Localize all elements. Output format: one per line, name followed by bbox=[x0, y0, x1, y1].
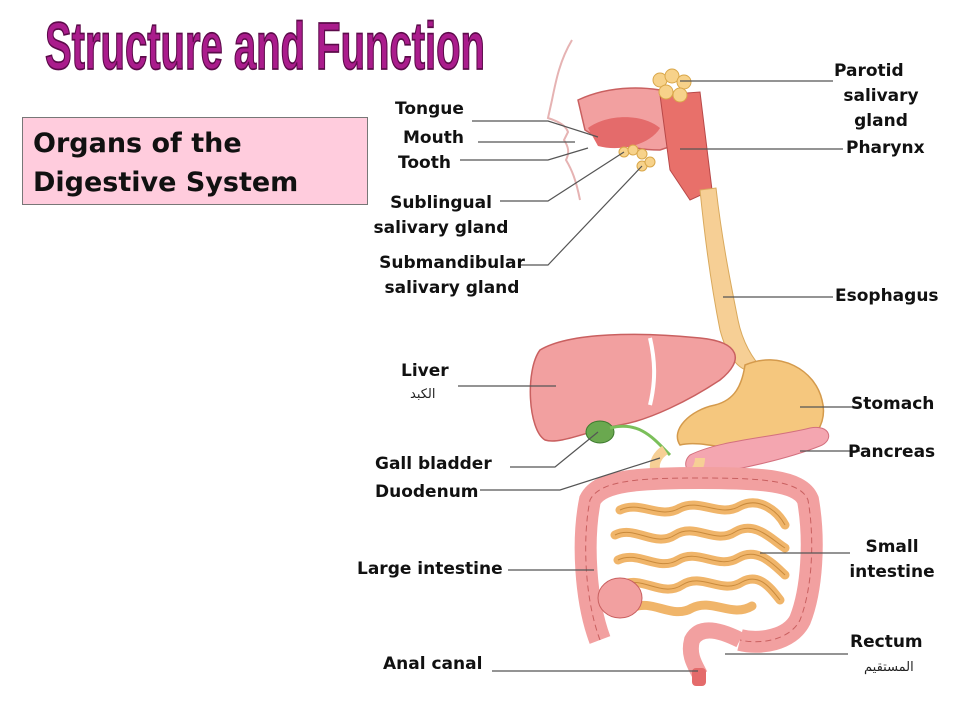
label-tooth: Tooth bbox=[398, 153, 451, 173]
label-rectum: Rectum bbox=[850, 632, 923, 652]
label-parotid-line2: salivary bbox=[843, 86, 919, 106]
pharynx-shape bbox=[659, 91, 713, 201]
sublingual-gland-shape bbox=[618, 144, 648, 160]
label-parotid: Parotid salivary gland bbox=[826, 59, 936, 134]
label-sublingual-line1: Sublingual bbox=[390, 193, 492, 213]
label-small-intestine: Small intestine bbox=[830, 535, 954, 585]
subtitle-box: Organs of the Digestive System bbox=[22, 117, 368, 205]
label-tongue: Tongue bbox=[395, 99, 464, 119]
page-title: Structure and Function bbox=[44, 14, 486, 84]
title-text: Structure and Function bbox=[45, 14, 485, 84]
leader-submandibular bbox=[520, 165, 643, 266]
liver-ligament bbox=[648, 337, 657, 406]
leader-sublingual bbox=[500, 151, 625, 202]
liver-shape bbox=[529, 333, 737, 442]
label-small-intestine-line1: Small bbox=[865, 537, 919, 557]
anal-canal-shape bbox=[692, 668, 706, 686]
label-small-intestine-line2: intestine bbox=[849, 562, 935, 582]
parotid-gland-shape bbox=[652, 68, 692, 103]
cecum-shape bbox=[597, 577, 643, 619]
face-outline bbox=[546, 39, 581, 201]
label-anal-canal: Anal canal bbox=[383, 654, 483, 674]
leader-tongue bbox=[472, 120, 599, 138]
label-submandibular-line1: Submandibular bbox=[379, 253, 525, 273]
leader-duodenum bbox=[480, 457, 661, 491]
label-rectum-arabic: المستقيم bbox=[864, 660, 914, 675]
subtitle-line-2: Digestive System bbox=[33, 167, 299, 198]
label-liver: Liver bbox=[401, 361, 449, 381]
gall-bladder-shape bbox=[585, 420, 615, 444]
label-submandibular: Submandibular salivary gland bbox=[362, 251, 542, 301]
label-large-intestine: Large intestine bbox=[357, 559, 503, 579]
label-sublingual-line2: salivary gland bbox=[373, 218, 509, 238]
large-intestine-outline bbox=[585, 477, 813, 643]
tongue-shape bbox=[588, 117, 660, 149]
label-gall-bladder: Gall bladder bbox=[375, 454, 492, 474]
label-stomach: Stomach bbox=[851, 394, 935, 414]
leader-gall-bladder bbox=[510, 431, 599, 468]
subtitle-line-1: Organs of the bbox=[33, 128, 242, 159]
label-sublingual: Sublingual salivary gland bbox=[356, 191, 526, 241]
rectum-shape bbox=[682, 622, 744, 679]
leader-lines bbox=[458, 80, 860, 672]
leader-tooth bbox=[460, 147, 589, 161]
label-pancreas: Pancreas bbox=[848, 442, 936, 462]
bile-duct bbox=[609, 424, 672, 457]
label-mouth: Mouth bbox=[403, 128, 464, 148]
label-submandibular-line2: salivary gland bbox=[384, 278, 520, 298]
label-liver-arabic: الكبد bbox=[410, 387, 436, 402]
label-pharynx: Pharynx bbox=[846, 138, 925, 158]
label-duodenum: Duodenum bbox=[375, 482, 479, 502]
label-parotid-line1: Parotid bbox=[834, 61, 904, 81]
label-parotid-line3: gland bbox=[854, 111, 908, 131]
small-intestine-outline bbox=[614, 502, 786, 601]
label-esophagus: Esophagus bbox=[835, 286, 939, 306]
